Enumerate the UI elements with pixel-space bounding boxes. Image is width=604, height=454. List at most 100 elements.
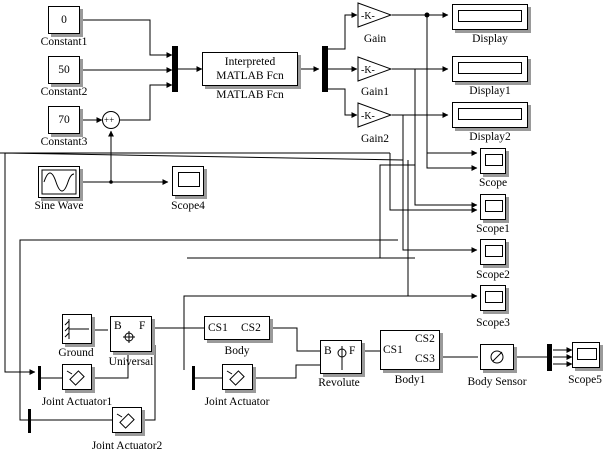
joint-actuator1-block[interactable] [62, 364, 92, 390]
scope4-label: Scope4 [171, 200, 205, 212]
scope5-label: Scope5 [568, 374, 602, 386]
scope1-label: Scope1 [476, 223, 510, 235]
display1-block[interactable] [452, 56, 528, 82]
line-sum-mux [120, 82, 173, 121]
scope2-block[interactable] [480, 239, 506, 265]
body-port-cs1: CS1 [208, 322, 228, 334]
ground-icon [64, 319, 89, 339]
gain2-label: Gain2 [360, 133, 390, 145]
line-demux-gain [328, 12, 358, 50]
body-sensor-block[interactable] [480, 344, 514, 370]
sum-signs: ++ [104, 115, 115, 125]
scope2-label: Scope2 [476, 269, 510, 281]
universal-block[interactable]: B F [110, 316, 152, 352]
gain-label: Gain [363, 33, 387, 45]
constant1-block[interactable]: 0 [48, 6, 80, 34]
revolute-block[interactable]: B F [320, 340, 362, 374]
sine-wave-block[interactable] [38, 166, 80, 198]
joint-actuator2-block[interactable] [112, 407, 142, 433]
constant2-block[interactable]: 50 [48, 56, 80, 84]
ground-label: Ground [58, 347, 94, 359]
sum-block[interactable]: ++ [102, 111, 120, 129]
matlab-fcn-line2: MATLAB Fcn [216, 70, 284, 82]
scope-label: Scope [478, 177, 508, 189]
matlab-fcn-block[interactable]: Interpreted MATLAB Fcn [202, 52, 298, 86]
revolute-joint-icon [337, 346, 347, 370]
line-demux-gain2 [328, 88, 358, 118]
universal-port-f: F [139, 320, 146, 332]
display-label: Display [472, 33, 508, 45]
gain-value: -K- [361, 11, 375, 22]
matlab-fcn-line1: Interpreted [224, 56, 276, 68]
ground-block[interactable] [62, 314, 92, 344]
matlab-fcn-label: MATLAB Fcn [216, 89, 284, 101]
gain2-value: -K- [361, 111, 375, 122]
body-block[interactable]: CS1 CS2 [204, 316, 270, 340]
joint-actuator-label: Joint Actuator [204, 396, 270, 408]
scope4-screen-icon [178, 172, 200, 187]
display-screen-icon [458, 10, 522, 22]
body1-port-cs1: CS1 [383, 344, 403, 356]
universal-port-b: B [114, 320, 122, 332]
gain2-block[interactable]: -K- [357, 102, 393, 128]
universal-joint-icon [123, 331, 135, 343]
body1-port-cs2: CS2 [415, 333, 435, 345]
display2-label: Display2 [469, 131, 511, 143]
actuator2-icon [116, 413, 135, 429]
gain-block[interactable]: -K- [357, 2, 393, 28]
gain1-block[interactable]: -K- [357, 56, 393, 82]
constant1-value: 0 [61, 14, 67, 26]
scope5-screen-icon [577, 348, 597, 360]
scope3-label: Scope3 [476, 317, 510, 329]
sine-wave-icon [41, 169, 77, 195]
scope4-block[interactable] [172, 166, 204, 196]
constant3-block[interactable]: 70 [48, 106, 80, 134]
demux2-block[interactable] [547, 344, 552, 371]
display1-label: Display1 [469, 85, 511, 97]
constant3-label: Constant3 [40, 136, 88, 148]
joint-actuator-block[interactable] [222, 364, 253, 390]
revolute-label: Revolute [318, 377, 360, 389]
scope-screen-icon [485, 154, 503, 166]
body-label: Body [224, 345, 250, 357]
actuator1-icon [66, 370, 85, 386]
gain1-label: Gain1 [360, 86, 390, 98]
joint-actuator1-label: Joint Actuator1 [41, 396, 113, 408]
scope3-block[interactable] [480, 285, 506, 311]
display2-screen-icon [458, 108, 522, 120]
demux-block[interactable] [322, 46, 328, 92]
body1-label: Body1 [394, 374, 426, 386]
body-port-cs2: CS2 [241, 322, 261, 334]
revolute-port-f: F [349, 345, 356, 357]
scope3-screen-icon [485, 291, 503, 303]
joint-actuator2-port-bar [28, 409, 31, 433]
line-constant1-mux [80, 19, 173, 58]
scope2-screen-icon [485, 245, 503, 257]
scope5-block[interactable] [572, 342, 600, 368]
joint-actuator2-label: Joint Actuator2 [91, 440, 163, 452]
scope1-screen-icon [485, 200, 503, 212]
mux-block[interactable] [172, 46, 178, 92]
body-sensor-icon [490, 350, 504, 364]
constant2-value: 50 [58, 64, 70, 76]
body-sensor-label: Body Sensor [467, 376, 527, 388]
constant3-value: 70 [58, 114, 70, 126]
actuator-icon [226, 370, 245, 386]
display2-block[interactable] [452, 102, 528, 128]
scope1-block[interactable] [480, 194, 506, 220]
joint-actuator1-port-bar [38, 366, 41, 390]
body1-block[interactable]: CS2 CS1 CS3 [380, 330, 440, 370]
display1-screen-icon [458, 62, 522, 74]
joint-actuator-port-bar [192, 366, 195, 390]
display-block[interactable] [452, 4, 528, 30]
gain1-value: -K- [361, 65, 375, 76]
constant2-label: Constant2 [40, 86, 88, 98]
revolute-port-b: B [324, 345, 332, 357]
body1-port-cs3: CS3 [415, 353, 435, 365]
scope-block[interactable] [480, 148, 506, 174]
constant1-label: Constant1 [40, 36, 88, 48]
universal-label: Universal [108, 356, 154, 368]
sine-wave-label: Sine Wave [34, 200, 84, 212]
